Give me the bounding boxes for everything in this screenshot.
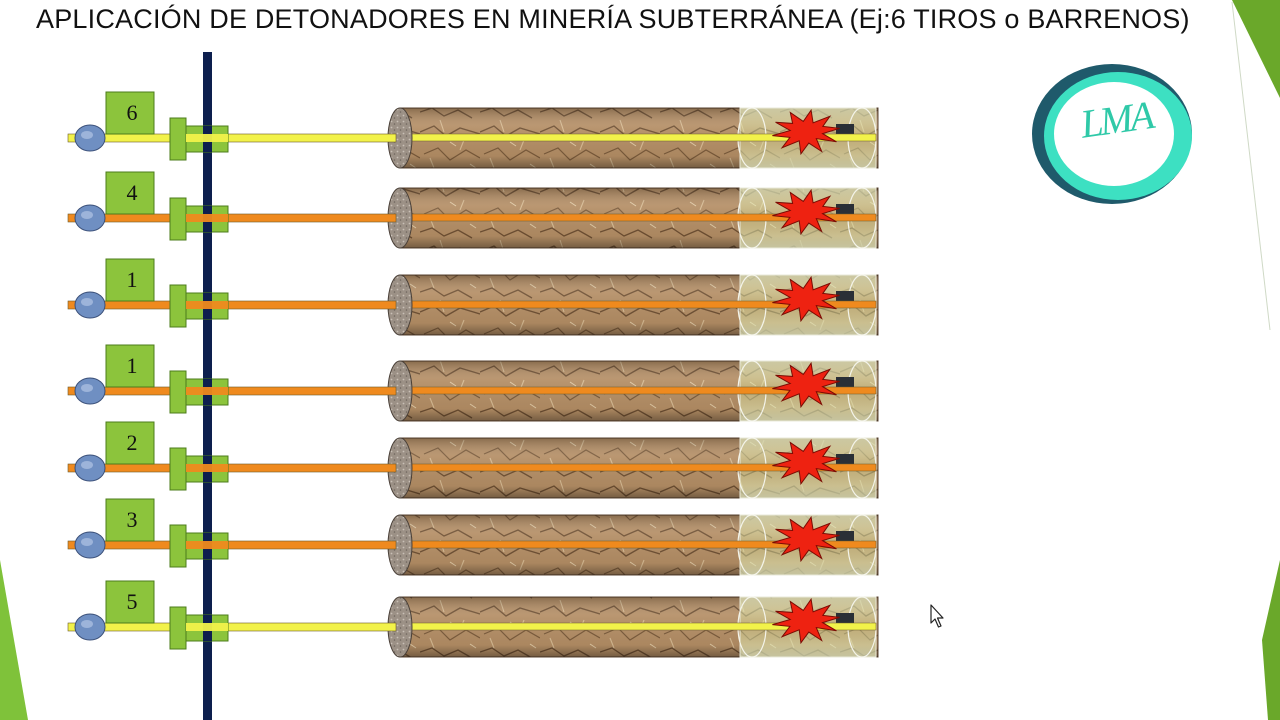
lma-logo — [1032, 64, 1192, 204]
fuse-through-connector — [186, 464, 228, 472]
blast-hole-2: 4 — [67, 171, 879, 249]
fuse-wire — [67, 133, 397, 143]
blast-hole-6: 3 — [67, 498, 879, 576]
explosion-icon — [772, 361, 840, 409]
delay-box — [105, 580, 155, 624]
corner-accent-bottom-left — [0, 560, 28, 720]
delay-number: 3 — [127, 507, 138, 532]
delay-box — [105, 421, 155, 465]
delay-number: 2 — [127, 430, 138, 455]
fuse-through-connector — [186, 134, 228, 142]
blast-hole-4: 1 — [67, 344, 879, 422]
fuse-wire — [67, 300, 397, 310]
corner-accent-bottom-right — [1262, 560, 1280, 720]
fuse-wire — [67, 463, 397, 473]
fuse-through-connector — [186, 214, 228, 222]
explosion-icon — [772, 108, 840, 156]
delay-number: 1 — [127, 267, 138, 292]
connector-clip — [169, 524, 187, 568]
delay-box — [105, 498, 155, 542]
fuse-wire — [67, 622, 397, 632]
explosion-icon — [772, 188, 840, 236]
detonator-highlight — [81, 538, 93, 546]
explosion-icon — [772, 597, 840, 645]
connector-clip — [169, 197, 187, 241]
detonator-highlight — [81, 620, 93, 628]
delay-box — [105, 258, 155, 302]
detonator-highlight — [81, 131, 93, 139]
connector-clip — [169, 447, 187, 491]
mouse-pointer-icon — [930, 604, 944, 628]
delay-number: 6 — [127, 100, 138, 125]
connector-clip — [169, 284, 187, 328]
logo-inner — [1054, 82, 1174, 186]
delay-number: 5 — [127, 589, 138, 614]
fuse-wire — [67, 540, 397, 550]
connector-clip — [169, 117, 187, 161]
fuse-through-connector — [186, 387, 228, 395]
delay-box — [105, 171, 155, 215]
delay-box — [105, 91, 155, 135]
connector-clip — [169, 606, 187, 650]
detonator-highlight — [81, 298, 93, 306]
slide-title: APLICACIÓN DE DETONADORES EN MINERÍA SUB… — [36, 4, 1190, 34]
delay-number: 4 — [127, 180, 138, 205]
detonator-highlight — [81, 461, 93, 469]
fuse-wire — [67, 213, 397, 223]
connector-clip — [169, 370, 187, 414]
edge-line — [1231, 1, 1271, 331]
delay-number: 1 — [127, 353, 138, 378]
blast-hole-1: 6 — [67, 91, 879, 169]
blast-hole-5: 2 — [67, 421, 879, 499]
explosion-icon — [772, 438, 840, 486]
blast-hole-7: 5 — [67, 580, 879, 658]
fuse-through-connector — [186, 623, 228, 631]
delay-box — [105, 344, 155, 388]
fuse-wire — [67, 386, 397, 396]
explosion-icon — [772, 275, 840, 323]
blast-hole-3: 1 — [67, 258, 879, 336]
holes-layer: 6 4 1 1 2 3 5 — [67, 52, 879, 720]
detonator-highlight — [81, 211, 93, 219]
corner-accent-top-right — [1232, 0, 1280, 98]
fuse-through-connector — [186, 301, 228, 309]
detonator-highlight — [81, 384, 93, 392]
explosion-icon — [772, 515, 840, 563]
fuse-through-connector — [186, 541, 228, 549]
